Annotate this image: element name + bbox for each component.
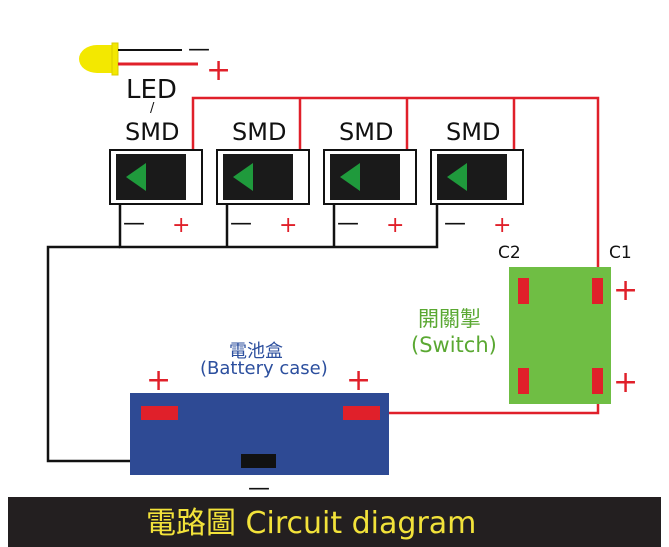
switch-terminal-c1-bottom bbox=[592, 368, 603, 394]
smd-arrow-icon-4 bbox=[447, 163, 467, 191]
switch-pin-c2: C2 bbox=[498, 243, 521, 263]
battery-plus-right: + bbox=[346, 363, 371, 398]
smd-minus-2: — bbox=[230, 211, 252, 236]
led-minus-sign: — bbox=[188, 37, 210, 62]
battery-case: 電池盒 (Battery case) + + — bbox=[130, 341, 389, 501]
smd-minus-3: — bbox=[337, 211, 359, 236]
switch-plus-top: + bbox=[613, 273, 638, 308]
smd-label-2: SMD bbox=[232, 118, 286, 146]
battery-minus-sign: — bbox=[248, 476, 270, 501]
smd-minus-4: — bbox=[444, 211, 466, 236]
smd-minus-1: — bbox=[123, 211, 145, 236]
battery-label-en: (Battery case) bbox=[200, 358, 328, 379]
smd-arrow-icon-3 bbox=[340, 163, 360, 191]
led-label: LED bbox=[126, 75, 177, 105]
caption-bar: 電路圖 Circuit diagram bbox=[8, 497, 661, 547]
smd-label-3: SMD bbox=[339, 118, 393, 146]
switch-label-en: (Switch) bbox=[411, 333, 497, 357]
switch-label-cn: 開關掣 bbox=[418, 307, 481, 331]
smd-plus-4: + bbox=[493, 213, 511, 238]
smd-module-3: SMD — + bbox=[323, 118, 417, 238]
negative-bus bbox=[118, 200, 439, 249]
smd-arrow-icon-1 bbox=[126, 163, 146, 191]
smd-label-4: SMD bbox=[446, 118, 500, 146]
smd-plus-3: + bbox=[386, 213, 404, 238]
led-slash: / bbox=[150, 101, 155, 116]
led-body bbox=[97, 45, 115, 73]
smd-arrow-icon-2 bbox=[233, 163, 253, 191]
battery-plus-left: + bbox=[146, 363, 171, 398]
smd-label-1: SMD bbox=[125, 118, 179, 146]
smd-module-2: SMD — + bbox=[216, 118, 310, 238]
positive-bus-top bbox=[191, 96, 600, 285]
switch-terminal-c2-bottom bbox=[518, 368, 529, 394]
smd-module-1: SMD — + bbox=[109, 118, 203, 238]
battery-terminal-negative bbox=[241, 454, 276, 468]
switch-plus-bottom: + bbox=[613, 365, 638, 400]
smd-plus-2: + bbox=[279, 213, 297, 238]
led-rim bbox=[111, 42, 119, 76]
caption-text: 電路圖 Circuit diagram bbox=[146, 506, 476, 541]
switch-pin-c1: C1 bbox=[609, 243, 632, 263]
switch-terminal-c2-top bbox=[518, 278, 529, 304]
smd-module-4: SMD — + bbox=[430, 118, 524, 238]
battery-terminal-left bbox=[141, 406, 178, 420]
switch-component: C2 C1 + + 開關掣 (Switch) bbox=[411, 243, 638, 404]
led-component: — + LED / bbox=[79, 37, 231, 116]
switch-terminal-c1-top bbox=[592, 278, 603, 304]
battery-terminal-right bbox=[343, 406, 380, 420]
led-plus-sign: + bbox=[206, 53, 231, 88]
caption-background bbox=[8, 497, 661, 547]
battery-label-cn: 電池盒 bbox=[229, 341, 283, 362]
smd-plus-1: + bbox=[172, 213, 190, 238]
